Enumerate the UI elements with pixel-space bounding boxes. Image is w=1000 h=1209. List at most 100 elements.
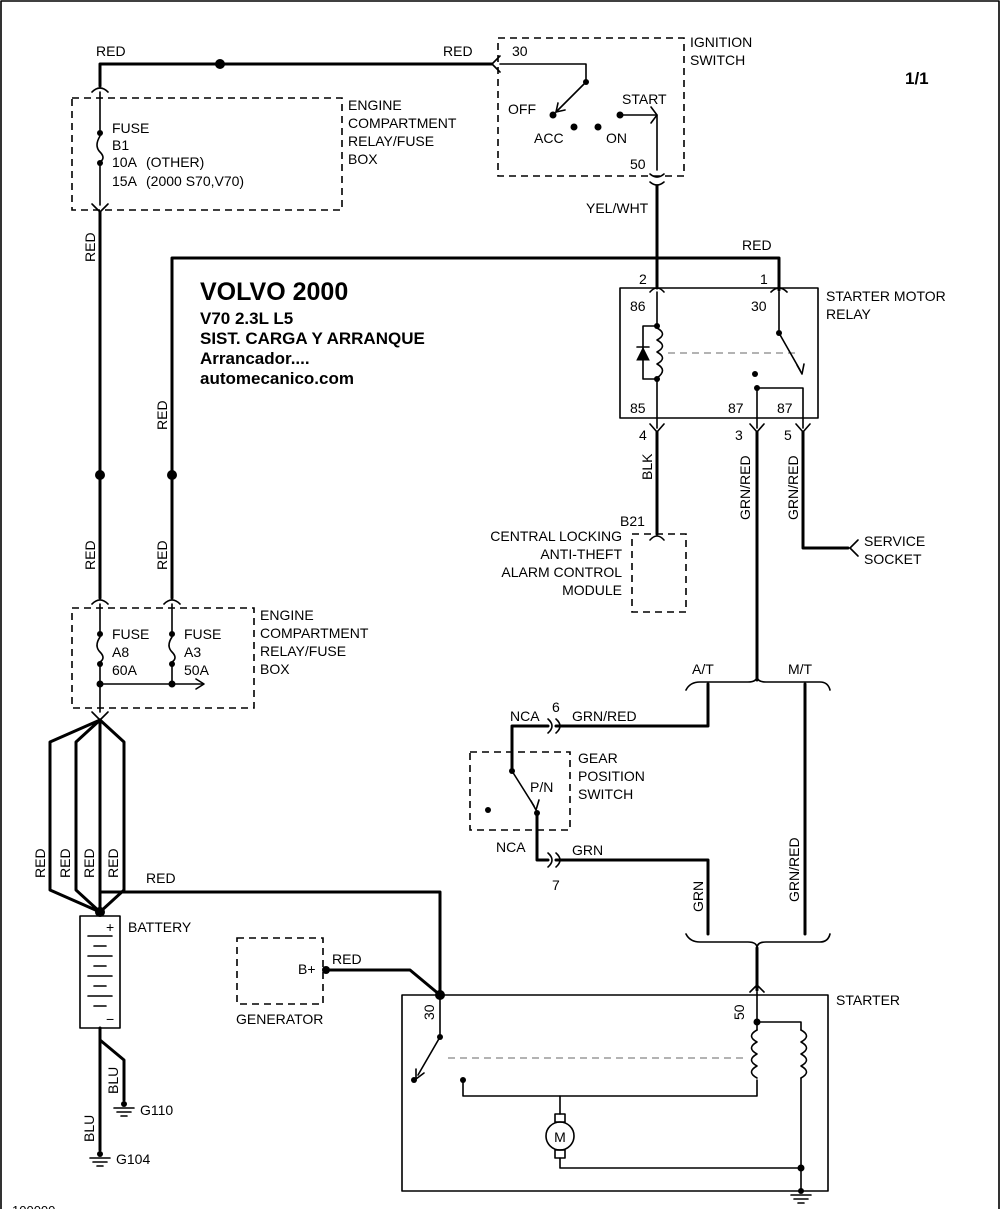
relay-conn-4: 4 xyxy=(639,427,647,443)
relay-conn-3: 3 xyxy=(735,427,743,443)
wire-label-red: RED xyxy=(154,400,170,430)
starter-relay-name: RELAY xyxy=(826,306,872,322)
ignition-pin-50: 50 xyxy=(630,156,646,172)
starter-pin-50: 50 xyxy=(731,1004,747,1020)
fusebox-top-name: ENGINE xyxy=(348,97,402,113)
wire-label-red: RED xyxy=(81,848,97,878)
contact-dot xyxy=(485,807,491,813)
gear-conn-6: 6 xyxy=(552,699,560,715)
connector-mark xyxy=(91,599,181,605)
starter-ground-symbol xyxy=(790,1188,812,1204)
alarm-module-name: MODULE xyxy=(562,582,622,598)
connector-mark xyxy=(849,539,859,557)
fusebox-bottom xyxy=(71,607,255,709)
title-line-1: VOLVO 2000 xyxy=(200,278,348,306)
fuse-b1-symbol xyxy=(96,135,104,163)
starter-internal xyxy=(462,1079,758,1097)
starter-relay-box xyxy=(619,287,819,419)
splice-dot xyxy=(167,470,177,480)
wire-label-blu: BLU xyxy=(105,1067,121,1094)
fuse-a3-rating: 50A xyxy=(184,662,210,678)
fusebox-bottom-name: BOX xyxy=(260,661,290,677)
generator-name: GENERATOR xyxy=(236,1011,323,1027)
fuse-a8-symbol xyxy=(96,636,104,663)
relay-diode xyxy=(636,346,650,361)
gear-switch-arm xyxy=(511,770,535,807)
fuse-b1-note: (2000 S70,V70) xyxy=(146,173,244,189)
contact-dot xyxy=(594,123,602,131)
alarm-module-box xyxy=(631,533,687,613)
contact-dot xyxy=(97,661,103,667)
starter-solenoid-arm xyxy=(417,1036,441,1076)
ignition-contact-arm xyxy=(555,81,587,113)
connector-mark xyxy=(547,718,561,734)
page-number: 1/1 xyxy=(905,69,929,88)
title-line-5: automecanico.com xyxy=(200,369,354,388)
option-bracket xyxy=(685,675,831,691)
fuse-a8-label: FUSE xyxy=(112,626,149,642)
wire-red-battery-starter xyxy=(98,890,442,997)
connector-mark xyxy=(749,984,765,993)
option-mt: M/T xyxy=(788,661,813,677)
service-socket-name: SERVICE xyxy=(864,533,925,549)
wire-label-red: RED xyxy=(32,848,48,878)
relay-conn-1: 1 xyxy=(760,271,768,287)
starter-hold-in-coil xyxy=(800,1029,808,1079)
gear-wire-in xyxy=(510,724,550,770)
wire-label-red: RED xyxy=(146,870,176,886)
gear-nca-bottom: NCA xyxy=(496,839,526,855)
starter-pin-30: 30 xyxy=(421,1004,437,1020)
wire-red-battery-bundle xyxy=(48,718,126,914)
starter-box xyxy=(401,994,829,1192)
fusebox-top xyxy=(71,97,343,211)
wire-label-red: RED xyxy=(57,848,73,878)
fuse-b1-note: (OTHER) xyxy=(146,154,204,170)
relay-pin-87: 87 xyxy=(728,400,744,416)
ground-g110-symbol xyxy=(113,1101,135,1117)
contact-dot xyxy=(97,130,103,136)
wire-red-generator xyxy=(324,968,442,997)
gear-wire-out xyxy=(535,814,550,862)
arrow-head xyxy=(415,1068,425,1080)
contact-dot xyxy=(169,661,175,667)
relay-switch-arm xyxy=(778,332,801,371)
wire-label-red: RED xyxy=(332,951,362,967)
ignition-switch-name: SWITCH xyxy=(690,52,745,68)
wire-label-red: RED xyxy=(105,848,121,878)
fuse-a8-rating: 60A xyxy=(112,662,138,678)
starter-name: STARTER xyxy=(836,992,900,1008)
arrow-head xyxy=(796,363,805,375)
wire-label-red: RED xyxy=(82,232,98,262)
wire-label-grn-red: GRN/RED xyxy=(786,837,802,902)
arrow-head xyxy=(650,106,658,124)
gear-switch-name: POSITION xyxy=(578,768,645,784)
wire-label-blk: BLK xyxy=(639,453,655,480)
starter-motor-label: M xyxy=(554,1129,566,1145)
title-line-3: SIST. CARGA Y ARRANQUE xyxy=(200,329,425,348)
fuse-b1-rating: 15A xyxy=(112,173,138,189)
wire-label-grn: GRN xyxy=(690,881,706,912)
title-line-4: Arrancador.... xyxy=(200,349,310,368)
relay-coil xyxy=(656,327,664,379)
fusebox-top-name: BOX xyxy=(348,151,378,167)
ground-g104: G104 xyxy=(116,1151,150,1167)
ignition-on: ON xyxy=(606,130,627,146)
ground-g104-symbol xyxy=(89,1151,111,1167)
wire-label-grn: GRN xyxy=(572,842,603,858)
gear-switch-name: SWITCH xyxy=(578,786,633,802)
battery-plus: + xyxy=(106,919,114,935)
ground-g110: G110 xyxy=(140,1102,173,1118)
relay-output xyxy=(756,387,804,429)
fusebox-bottom-name: COMPARTMENT xyxy=(260,625,369,641)
wire-label-red: RED xyxy=(96,43,126,59)
wire-red-top xyxy=(98,62,494,88)
wire-label-red: RED xyxy=(82,540,98,570)
alarm-module-name: ANTI-THEFT xyxy=(540,546,622,562)
gear-conn-7: 7 xyxy=(552,877,560,893)
splice-dot xyxy=(215,59,225,69)
ignition-off: OFF xyxy=(508,101,536,117)
fusebox-top-name: RELAY/FUSE xyxy=(348,133,434,149)
generator-terminal: B+ xyxy=(298,961,316,977)
